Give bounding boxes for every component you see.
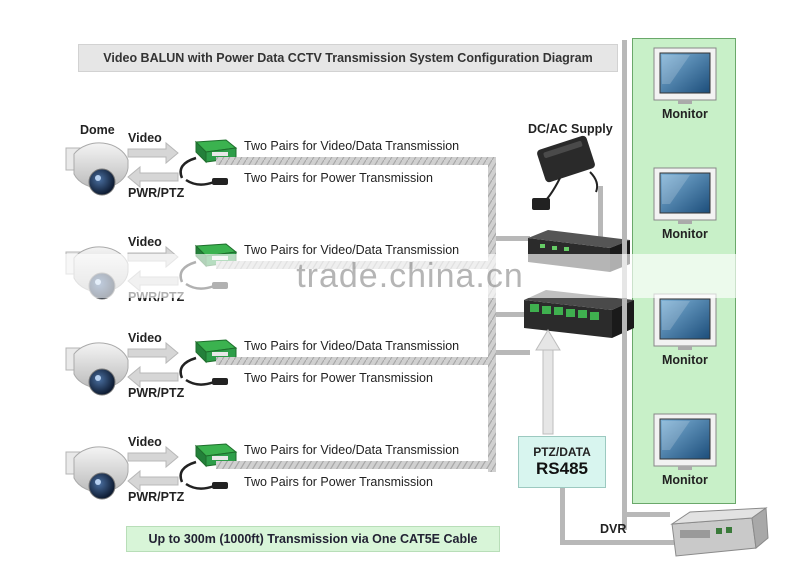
signal-arrows xyxy=(127,341,179,389)
power-supply-icon xyxy=(532,135,599,210)
power-pair-label: Two Pairs for Power Transmission xyxy=(244,171,433,185)
terminal-hub-device xyxy=(524,290,634,338)
monitor-label: Monitor xyxy=(662,107,708,121)
cat5e-cable xyxy=(216,461,496,469)
dome-camera-icon xyxy=(65,142,129,196)
dome-camera-icon xyxy=(65,342,129,396)
trunk-branch-top xyxy=(496,236,530,241)
dvr-cable-horizontal xyxy=(560,540,674,545)
monitor-label: Monitor xyxy=(662,227,708,241)
dvr-label: DVR xyxy=(600,522,627,536)
camera-row-3 xyxy=(65,339,496,396)
video-label: Video xyxy=(128,435,162,449)
cat5e-cable xyxy=(216,357,496,365)
dvr-cable-vertical xyxy=(560,488,565,544)
ptz-data-label: PTZ/DATA xyxy=(533,445,591,459)
video-label: Video xyxy=(128,331,162,345)
monitor-icons xyxy=(653,47,717,470)
power-ptz-label: PWR/PTZ xyxy=(128,490,185,504)
trunk-branch-low xyxy=(496,350,530,355)
rs485-up-arrow xyxy=(535,329,561,435)
camera-row-1 xyxy=(65,139,496,196)
watermark-text: trade.china.cn xyxy=(296,256,524,295)
video-label: Video xyxy=(128,235,162,249)
dvr-device xyxy=(670,507,769,557)
supply-label: DC/AC Supply xyxy=(528,122,613,136)
video-label: Video xyxy=(128,131,162,145)
camera-label: Dome xyxy=(80,123,115,137)
video-balun-icon xyxy=(179,139,238,186)
dome-camera-icon xyxy=(65,446,129,500)
monitor-icon xyxy=(653,47,717,104)
monitor-label: Monitor xyxy=(662,353,708,367)
power-pair-label: Two Pairs for Power Transmission xyxy=(244,475,433,489)
rs485-box: PTZ/DATA RS485 xyxy=(518,436,606,488)
power-ptz-label: PWR/PTZ xyxy=(128,386,185,400)
cat5e-cable xyxy=(216,157,496,165)
video-pair-label: Two Pairs for Video/Data Transmission xyxy=(244,339,460,353)
video-pair-label: Two Pairs for Video/Data Transmission xyxy=(244,139,460,153)
footer-note: Up to 300m (1000ft) Transmission via One… xyxy=(126,526,500,552)
rs485-label: RS485 xyxy=(536,459,588,478)
power-pair-label: Two Pairs for Power Transmission xyxy=(244,371,433,385)
signal-arrows xyxy=(127,141,179,189)
power-ptz-label: PWR/PTZ xyxy=(128,186,185,200)
camera-row-4 xyxy=(65,443,496,500)
diagram-title: Video BALUN with Power Data CCTV Transmi… xyxy=(78,44,618,72)
monitor-cable-join xyxy=(622,512,670,517)
trunk-branch-mid xyxy=(496,312,530,317)
video-pair-label: Two Pairs for Video/Data Transmission xyxy=(244,243,460,257)
supply-cable xyxy=(598,186,603,252)
monitor-icon xyxy=(653,413,717,470)
monitor-icon xyxy=(653,167,717,224)
video-pair-label: Two Pairs for Video/Data Transmission xyxy=(244,443,460,457)
watermark-band xyxy=(0,254,800,298)
signal-arrows xyxy=(127,445,179,493)
monitor-label: Monitor xyxy=(662,473,708,487)
trunk-cable xyxy=(488,160,496,472)
monitor-icon xyxy=(653,293,717,350)
